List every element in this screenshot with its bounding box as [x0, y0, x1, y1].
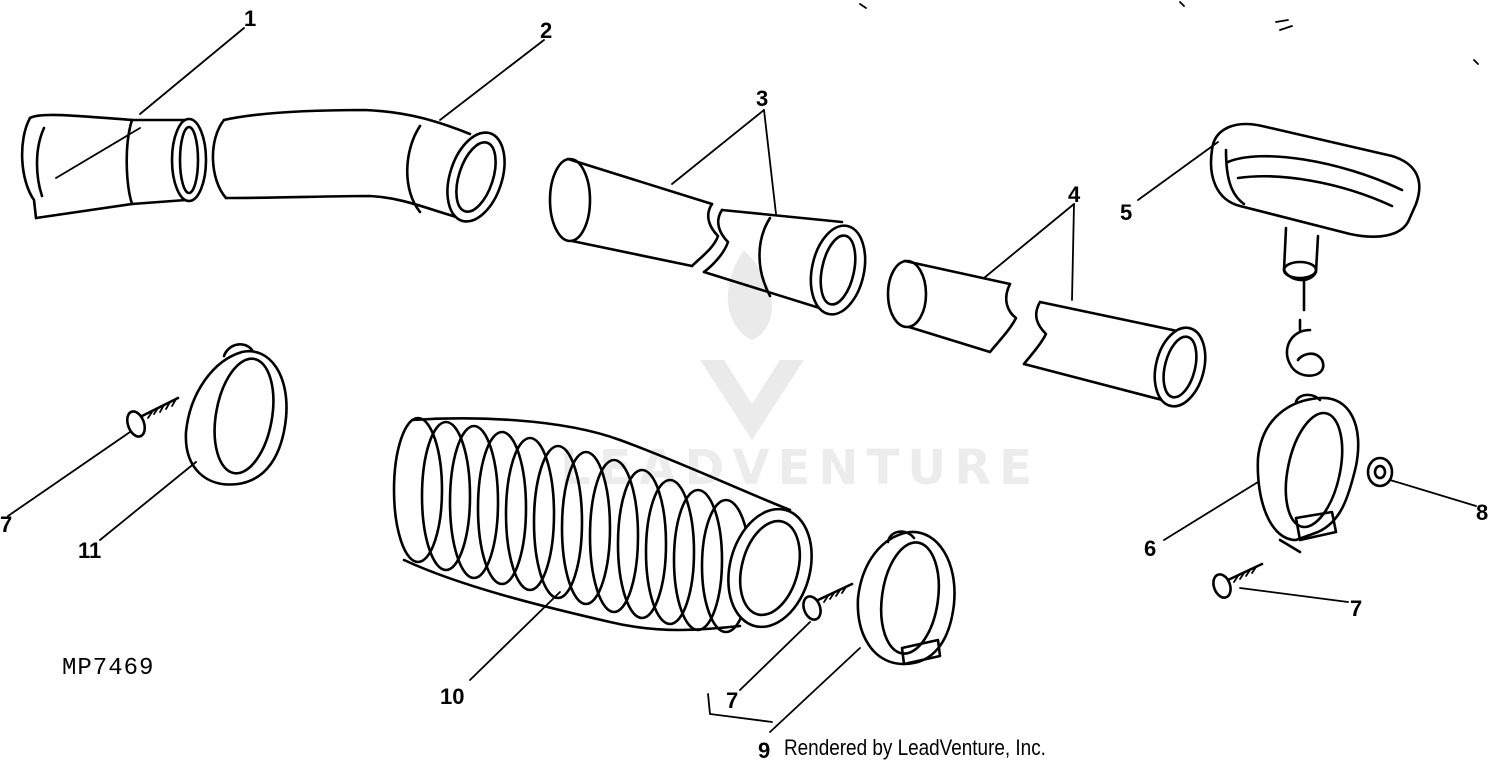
part-7-screw-left [125, 396, 180, 438]
part-6-clamp [1256, 393, 1360, 554]
callout-2: 2 [540, 18, 553, 43]
part-11-clamp [184, 343, 288, 486]
part-3-straight-tube [548, 157, 867, 316]
part-8-nut [1366, 456, 1394, 488]
callout-11: 11 [78, 538, 102, 563]
part-7-screw-right [1212, 562, 1264, 599]
callout-1: 1 [244, 6, 257, 31]
callout-8: 8 [1476, 500, 1489, 525]
callout-7-right: 7 [1350, 596, 1363, 621]
part-2-bent-tube [211, 108, 506, 223]
part-4-straight-tube [886, 259, 1207, 408]
callout-9: 9 [758, 738, 771, 763]
callout-4: 4 [1068, 182, 1081, 207]
part-10-bellows-hose [392, 416, 813, 634]
callout-3: 3 [756, 86, 769, 111]
callout-6: 6 [1144, 536, 1157, 561]
render-credit: Rendered by LeadVenture, Inc. [784, 735, 1046, 760]
leader-lines [7, 27, 1477, 733]
scan-specks [859, 1, 1479, 65]
callout-5: 5 [1120, 200, 1133, 225]
callout-10: 10 [440, 684, 465, 709]
part-9-clamp [856, 530, 956, 666]
watermark-text: LEADVENTURE [560, 440, 1040, 496]
watermark-logo [700, 250, 804, 440]
part-5-handle [1209, 122, 1421, 377]
part-1-nozzle [20, 113, 208, 220]
part-7-screw-middle [802, 582, 854, 621]
drawing-number: MP7469 [62, 655, 155, 682]
callout-7-left: 7 [0, 512, 13, 537]
callout-7-middle: 7 [726, 688, 739, 713]
